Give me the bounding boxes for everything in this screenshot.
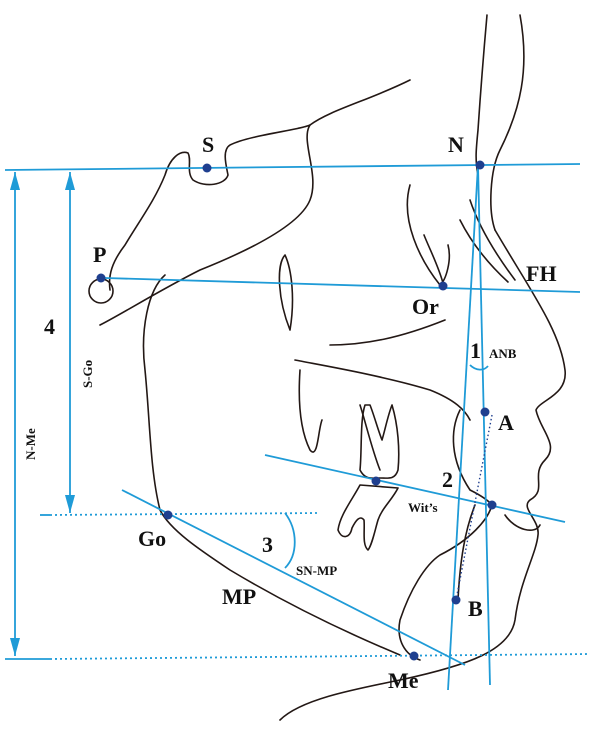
- label-measure-3: 3: [262, 532, 273, 557]
- me-horizontal: [49, 653, 591, 660]
- go-horizontal: [49, 512, 321, 516]
- label-measure-4: 4: [44, 314, 55, 339]
- landmark-points: [96, 160, 497, 661]
- point-p: [96, 273, 106, 283]
- label-wits: Wit’s: [408, 500, 438, 515]
- point-a: [480, 407, 490, 417]
- label-s-go: S-Go: [80, 360, 95, 388]
- anb-arc: [469, 364, 489, 371]
- label-b: B: [468, 596, 483, 621]
- label-anb: ANB: [489, 346, 517, 361]
- label-mp: MP: [222, 584, 256, 609]
- point-occlusal: [371, 476, 381, 486]
- label-a: A: [498, 410, 514, 435]
- point-b: [451, 595, 461, 605]
- sn-mp-arc: [284, 512, 296, 569]
- point-or: [438, 281, 448, 291]
- label-fh: FH: [526, 261, 557, 286]
- label-go: Go: [138, 526, 166, 551]
- fh-line: [104, 277, 581, 293]
- point-n: [475, 160, 485, 170]
- na-line: [477, 164, 491, 686]
- label-or: Or: [412, 294, 439, 319]
- vertical-measurements: [10, 172, 489, 656]
- label-measure-1: 1: [470, 338, 481, 363]
- label-p: P: [93, 242, 106, 267]
- point-wits: [487, 500, 497, 510]
- point-s: [202, 163, 212, 173]
- label-n: N: [448, 132, 464, 157]
- occlusal-line: [264, 454, 566, 523]
- skull-outline: [88, 14, 566, 721]
- label-sn-mp: SN-MP: [296, 563, 337, 578]
- label-me: Me: [388, 668, 419, 693]
- label-measure-2: 2: [442, 467, 453, 492]
- a-to-b-dotted: [455, 414, 493, 601]
- label-s: S: [202, 132, 214, 157]
- label-n-me: N-Me: [23, 428, 38, 460]
- point-me: [409, 651, 419, 661]
- point-go: [163, 510, 173, 520]
- labels: S N P Or FH A B Go Me MP 1 ANB 2 Wit’s 3…: [23, 132, 557, 693]
- mandibular-plane: [121, 489, 466, 666]
